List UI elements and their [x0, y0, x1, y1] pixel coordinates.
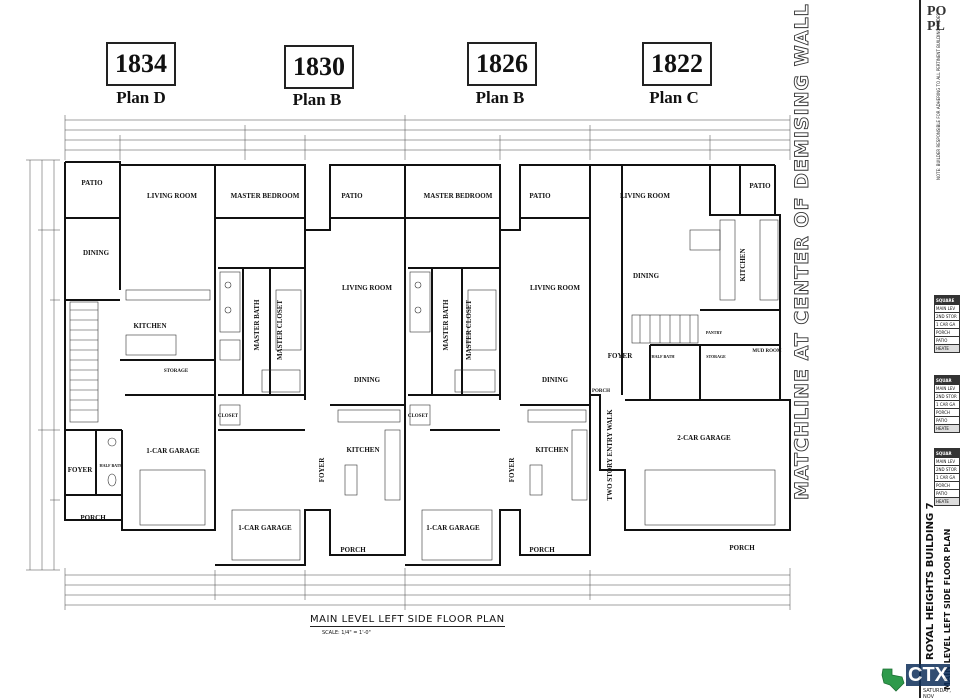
u4-patio: PATIO [749, 182, 771, 190]
unit-1822-fixtures [631, 219, 779, 526]
title-block-date: SATURDAY, NOV [923, 688, 951, 700]
u2-master-bath: MASTER BATH [253, 299, 261, 351]
u4-garage: 2-CAR GARAGE [677, 434, 731, 442]
matchline-label: MATCHLINE AT CENTER OF DEMISING WALL [791, 3, 813, 500]
floor-plan-drawing: PATIO LIVING ROOM DINING KITCHEN STORAGE… [26, 3, 813, 610]
u4-porch: PORCH [729, 544, 755, 552]
square-footage-table-1: SQUARE MAIN LEV 2ND STOR 1 CAR GA PORCH … [934, 295, 960, 353]
builder-note: NOTE: BUILDER RESPONSIBLE FOR ADHERING T… [936, 13, 941, 180]
u1-foyer: FOYER [68, 466, 93, 474]
unit-number-1822: 1822 [642, 42, 712, 86]
ctx-watermark: CTX [906, 664, 950, 686]
u4-half-bath: HALF BATH [651, 354, 675, 359]
u4-pantry: PANTRY [706, 330, 722, 335]
u4-storage: STORAGE [706, 354, 726, 359]
u3-patio: PATIO [529, 192, 551, 200]
u2-foyer: FOYER [318, 457, 326, 482]
u1-patio: PATIO [81, 179, 103, 187]
project-name: ROYAL HEIGHTS BUILDING 7 [925, 502, 936, 660]
u1-half-bath: HALF BATH [99, 463, 123, 468]
u4-porch-small: PORCH [592, 389, 610, 394]
u1-porch: PORCH [80, 514, 106, 522]
u4-living-room: LIVING ROOM [620, 192, 670, 200]
texas-map-icon [881, 668, 905, 692]
unit-1830-fixtures [219, 271, 401, 561]
plan-label-d: Plan D [116, 88, 166, 107]
u4-dining: DINING [633, 272, 660, 280]
u3-closet: CLOSET [408, 414, 429, 419]
u3-kitchen: KITCHEN [535, 446, 568, 454]
plan-label-b-2: Plan B [475, 88, 525, 107]
u1-garage: 1-CAR GARAGE [146, 447, 200, 455]
u2-porch: PORCH [340, 546, 366, 554]
unit-1826-fixtures [409, 271, 588, 561]
u4-entry-walk: TWO STORY ENTRY WALK [606, 409, 614, 501]
u4-mud-room: MUD ROOM [752, 349, 782, 354]
u3-master-bedroom: MASTER BEDROOM [424, 192, 493, 200]
u1-storage: STORAGE [164, 369, 189, 374]
u2-dining: DINING [354, 376, 381, 384]
u3-living-room: LIVING ROOM [530, 284, 580, 292]
plan-label-b-1: Plan B [292, 90, 342, 109]
left-dimensions [26, 159, 60, 571]
unit-1822-walls [590, 164, 791, 531]
u2-master-bedroom: MASTER BEDROOM [231, 192, 300, 200]
plan-label-c: Plan C [649, 88, 699, 107]
unit-1830-walls [215, 164, 406, 566]
u2-garage: 1-CAR GARAGE [238, 524, 292, 532]
unit-number-1830: 1830 [284, 45, 354, 89]
u2-kitchen: KITCHEN [346, 446, 379, 454]
u2-closet: CLOSET [218, 414, 239, 419]
u3-master-closet: MASTER CLOSET [465, 300, 473, 360]
scale-note: SCALE: 1/4" = 1'-0" [322, 630, 371, 636]
u3-foyer: FOYER [508, 457, 516, 482]
unit-1834-walls [64, 161, 216, 531]
u3-dining: DINING [542, 376, 569, 384]
u3-porch: PORCH [529, 546, 555, 554]
unit-number-1826: 1826 [467, 42, 537, 86]
u3-garage: 1-CAR GARAGE [426, 524, 480, 532]
u1-living-room: LIVING ROOM [147, 192, 197, 200]
u1-dining: DINING [83, 249, 110, 257]
bottom-dimensions [64, 568, 791, 610]
u2-living-room: LIVING ROOM [342, 284, 392, 292]
top-dimensions [64, 115, 791, 160]
drawing-title: MAIN LEVEL LEFT SIDE FLOOR PLAN [310, 614, 505, 627]
unit-number-1834: 1834 [106, 42, 176, 86]
u3-master-bath: MASTER BATH [442, 299, 450, 351]
u4-kitchen: KITCHEN [739, 248, 747, 281]
square-footage-table-2: SQUAR MAIN LEV 2ND STOR 1 CAR GA PORCH P… [934, 375, 960, 433]
u2-patio: PATIO [341, 192, 363, 200]
unit-1834-fixtures [69, 289, 211, 526]
u4-foyer: FOYER [608, 352, 633, 360]
u1-kitchen: KITCHEN [133, 322, 166, 330]
unit-1826-walls [405, 164, 591, 566]
square-footage-table-3: SQUAR MAIN LEV 2ND STOR 1 CAR GA PORCH P… [934, 448, 960, 506]
u2-master-closet: MASTER CLOSET [276, 300, 284, 360]
